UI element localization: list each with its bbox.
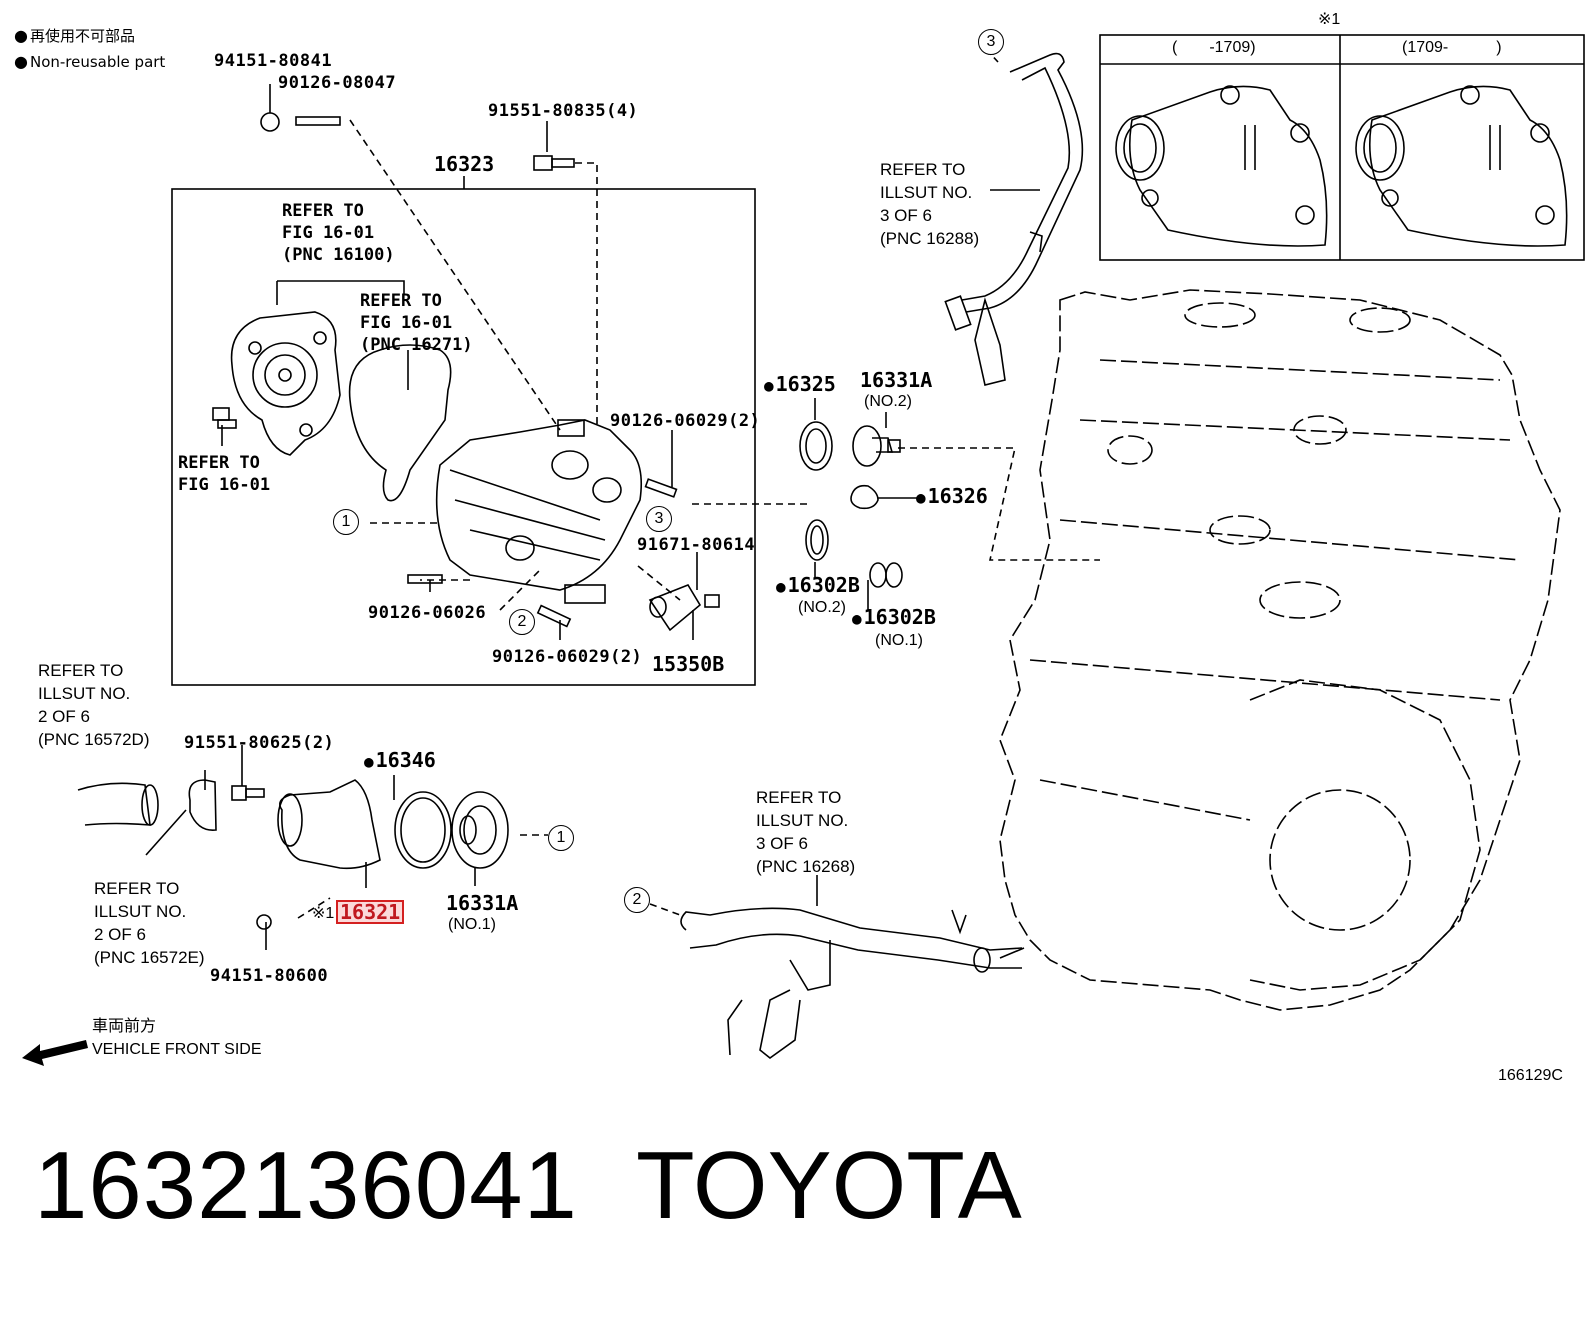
stud-90126-06029-top [644,478,678,498]
legend-non-reusable-en: Non-reusable part [14,54,165,70]
part-16321-mark: ※1 [312,905,335,922]
sensor-15350B [648,584,720,632]
direction-en: VEHICLE FRONT SIDE [92,1041,262,1058]
ref-fig1601: REFER TO FIG 16-01 [178,453,271,495]
nut-94151-80841 [260,112,280,132]
gasket-16346 [394,791,452,869]
ref-fig1601-pnc16100: REFER TO FIG 16-01 (PNC 16100) [282,201,395,265]
bolt-91551-80625 [231,785,265,801]
stud-90126-08047 [295,116,341,126]
radiator-hose [77,770,217,831]
part-16331A-no2: 16331A [860,368,933,392]
inset-col2-label: (1709- ) [1402,39,1502,56]
gasket-16325 [799,421,833,471]
pump-gasket [348,344,452,502]
leader-lines [297,119,1100,919]
gasket-16326 [850,484,879,510]
inset-mark: ※1 [1318,11,1341,28]
part-16331A-no1: 16331A [446,891,519,915]
ref-fig1601-pnc16271: REFER TO FIG 16-01 (PNC 16271) [360,291,473,355]
part-16331A-no2-sub: (NO.2) [864,393,912,410]
part-94151-80841: 94151-80841 [214,51,333,71]
part-16331A-no1-sub: (NO.1) [448,916,496,933]
part-91551-80625: 91551-80625(2) [184,733,335,753]
part-16302B-no2: 16302B [776,575,860,595]
water-pipe-2 [680,907,1025,1060]
stud-90126-06026 [407,574,443,584]
ref-illust2-16572E: REFER TO ILLSUT NO. 2 OF 6 (PNC 16572E) [94,879,205,967]
footer-part-number: 1632136041 [34,1132,578,1239]
bolt-left [212,407,237,429]
water-pump [230,311,341,456]
footer-brand: TOYOTA [636,1132,1022,1239]
part-91671-80614: 91671-80614 [637,535,756,555]
water-inlet-housing [435,419,643,604]
legend-non-reusable-jp: 再使用不可部品 [14,28,135,44]
water-pipe-3 [944,52,1084,386]
part-15350B: 15350B [652,652,725,676]
thermostat-16331A-no1 [451,791,509,869]
callout-2-housing: 2 [509,609,535,635]
inset-col1-label: ( -1709) [1172,39,1256,56]
part-90126-06026: 90126-06026 [368,603,487,623]
water-inlet-16321 [277,779,381,870]
ref-illust3-16288: REFER TO ILLSUT NO. 3 OF 6 (PNC 16288) [880,160,980,248]
bolt-91551-80835 [533,155,575,171]
inset-box [1099,34,1585,261]
ref-illust3-16268: REFER TO ILLSUT NO. 3 OF 6 (PNC 16268) [756,788,856,876]
callout-1-thermostat: 1 [548,825,574,851]
part-90126-06029-top: 90126-06029(2) [610,411,761,431]
part-91551-80835: 91551-80835(4) [488,101,639,121]
illustration-id: 166129C [1498,1067,1563,1084]
parts-diagram: 再使用不可部品 Non-reusable part ※1 ( -1709) (1… [0,0,1592,1100]
part-16346: 16346 [364,750,436,770]
thermostat-16331A-no2 [852,425,901,467]
front-arrow-icon [22,1040,88,1066]
part-94151-80600: 94151-80600 [210,966,329,986]
part-16325: 16325 [764,374,836,394]
callout-1-housing: 1 [333,509,359,535]
gasket-16302B-no1 [869,562,903,588]
part-90126-08047: 90126-08047 [278,73,397,93]
part-16326: 16326 [916,486,988,506]
nut-94151-80600 [256,914,272,930]
part-16302B-no2-sub: (NO.2) [798,599,846,616]
gasket-16302B-no2 [805,519,829,561]
callout-2-pipe: 2 [624,887,650,913]
ref-illust2-16572D: REFER TO ILLSUT NO. 2 OF 6 (PNC 16572D) [38,661,150,749]
direction-jp: 車両前方 [92,1018,157,1035]
engine-block [999,289,1561,1011]
diagram-linework [22,34,1585,1066]
group-label-16323: 16323 [434,152,495,176]
callout-3-housing: 3 [646,506,672,532]
callout-3-top: 3 [978,29,1004,55]
part-16302B-no1-sub: (NO.1) [875,632,923,649]
stud-90126-06029-bot [536,604,572,628]
part-90126-06029-bot: 90126-06029(2) [492,647,643,667]
part-16302B-no1: 16302B [852,607,936,627]
part-16321-highlighted[interactable]: 16321 [336,900,405,924]
